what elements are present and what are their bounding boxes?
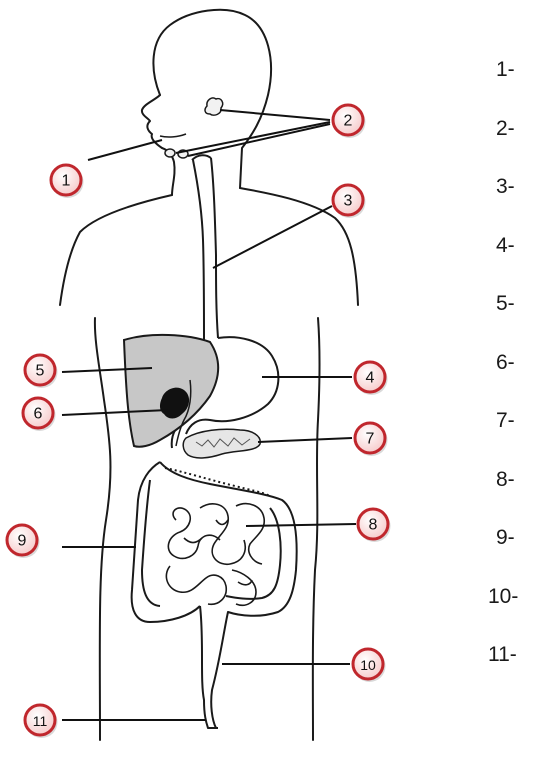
rectum: [200, 606, 218, 728]
submandibular-gland: [165, 149, 175, 157]
leader-line-2a: [220, 110, 330, 120]
leader-line-2c: [188, 124, 330, 156]
callout-number: 10: [360, 657, 376, 673]
callout-number: 4: [366, 370, 375, 387]
esophagus-right-wall: [211, 158, 218, 338]
callout-number: 8: [369, 517, 378, 534]
callout-5: 5: [25, 355, 58, 388]
large-intestine: [132, 462, 297, 728]
answer-line-1: 1-: [496, 58, 515, 82]
answer-line-4: 4-: [496, 234, 515, 258]
callout-number: 5: [36, 363, 45, 380]
colon-outer: [132, 462, 297, 728]
leader-line-8: [246, 524, 356, 526]
answer-line-8: 8-: [496, 468, 515, 492]
callout-number: 1: [62, 173, 71, 190]
pancreas-group: [183, 429, 260, 458]
colon-inner: [142, 480, 281, 606]
callout-8: 8: [358, 509, 391, 542]
liver-group: [124, 335, 218, 447]
pancreas: [183, 429, 260, 458]
left-shoulder-outline: [60, 195, 172, 305]
answer-line-5: 5-: [496, 292, 515, 316]
callout-number: 2: [344, 113, 353, 130]
leader-line-2b: [176, 122, 330, 153]
torso-right-side: [313, 318, 320, 740]
answer-line-2: 2-: [496, 117, 515, 141]
callout-number: 6: [34, 406, 43, 423]
callout-9: 9: [7, 525, 40, 558]
callout-2: 2: [333, 105, 366, 138]
callout-6: 6: [23, 398, 56, 431]
callout-3: 3: [333, 185, 366, 218]
leader-line-3: [213, 206, 332, 268]
answer-line-9: 9-: [496, 526, 515, 550]
answer-line-11: 11-: [488, 643, 517, 667]
callout-4: 4: [355, 362, 388, 395]
callout-1: 1: [51, 165, 84, 198]
callout-number: 3: [344, 193, 353, 210]
answer-list: 1-2-3-4-5-6-7-8-9-10-11-: [496, 0, 554, 758]
leader-line-1: [88, 140, 162, 160]
mouth-line: [160, 134, 186, 137]
answer-line-10: 10-: [488, 585, 518, 609]
small-intestine: [166, 504, 264, 606]
esophagus-left-wall: [193, 160, 204, 340]
callout-11: 11: [25, 705, 58, 738]
callout-7: 7: [355, 423, 388, 456]
answer-line-3: 3-: [496, 175, 515, 199]
callout-number: 7: [366, 431, 375, 448]
parotid-gland: [205, 98, 223, 115]
callout-number: 9: [18, 533, 27, 550]
callout-10: 10: [353, 649, 386, 682]
esophagus-top: [192, 155, 211, 160]
answer-line-7: 7-: [496, 409, 515, 433]
leader-line-7: [258, 438, 352, 442]
answer-line-6: 6-: [496, 351, 515, 375]
callout-number: 11: [33, 713, 48, 729]
torso-left-side: [95, 318, 111, 740]
